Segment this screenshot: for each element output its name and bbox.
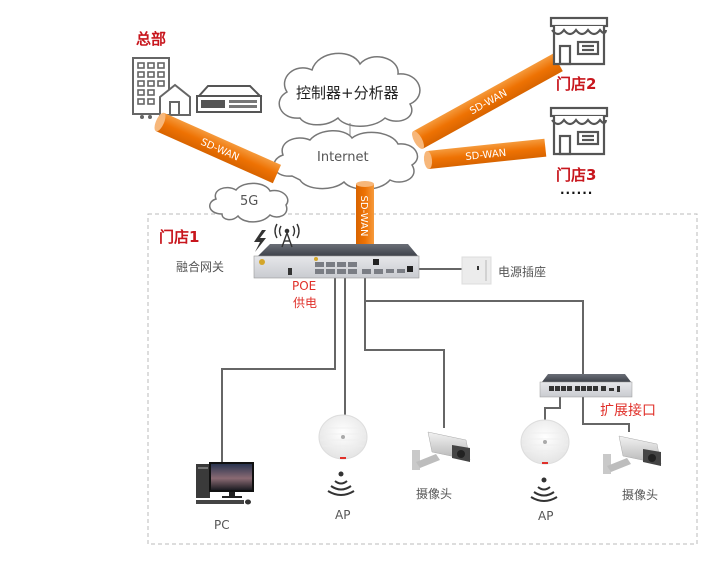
internet-cloud <box>273 130 419 190</box>
cable-ap2 <box>544 396 561 426</box>
ap2-wifi-icon <box>530 477 558 502</box>
hq-title: 总部 <box>136 30 167 48</box>
camera2-icon <box>603 435 662 474</box>
sdwan-tunnel-hq: SD-WAN <box>154 112 282 184</box>
store1-title: 门店1 <box>159 228 200 246</box>
camera2-label: 摄像头 <box>622 488 659 502</box>
expansion-port-label: 扩展接口 <box>600 403 656 419</box>
hq-building-icon <box>132 57 191 119</box>
gateway-label: 融合网关 <box>176 260 225 274</box>
power-outlet-icon <box>461 256 492 285</box>
ap2-label: AP <box>538 509 554 523</box>
cell-tower-icon <box>274 223 300 248</box>
hq-gateway-icon <box>196 85 263 113</box>
sdwan-tunnel-store1: SD-WAN <box>356 181 374 254</box>
ap1-label: AP <box>335 508 351 522</box>
ap1-icon <box>318 414 368 460</box>
controller-cloud <box>278 52 421 127</box>
pc-label: PC <box>214 518 230 532</box>
cable-camera2 <box>582 396 630 432</box>
poe-label: POE <box>292 279 317 293</box>
store1-boundary <box>147 213 698 545</box>
sdwan-label-store3: SD-WAN <box>465 148 507 163</box>
ap1-wifi-icon <box>327 471 355 496</box>
camera1-label: 摄像头 <box>416 487 453 501</box>
5g-cloud <box>209 182 289 223</box>
sdwan-label-store1: SD-WAN <box>358 196 369 237</box>
controller-cloud-label: 控制器+分析器 <box>296 84 399 102</box>
more-stores-ellipsis: ······ <box>560 186 594 200</box>
expansion-switch-icon <box>539 374 633 398</box>
converged-gateway-icon <box>253 244 420 279</box>
store3-shop-icon <box>549 106 609 156</box>
power-outlet-label: 电源插座 <box>498 265 547 279</box>
store3-title: 门店3 <box>556 166 597 184</box>
store2-title: 门店2 <box>556 75 597 93</box>
internet-cloud-label: Internet <box>317 150 369 165</box>
sdwan-tunnel-store3: SD-WAN <box>423 138 547 169</box>
sdwan-tunnel-store2: SD-WAN <box>412 53 563 149</box>
cable-switch <box>365 300 584 378</box>
poe-sub-label: 供电 <box>293 296 318 310</box>
cable-pc <box>221 276 336 462</box>
pc-icon <box>196 462 254 505</box>
ap2-icon <box>520 419 570 465</box>
cable-camera1 <box>364 276 445 428</box>
lightning-icon <box>254 230 266 252</box>
camera1-icon <box>412 431 471 470</box>
5g-cloud-label: 5G <box>240 194 259 209</box>
store2-shop-icon <box>549 16 609 66</box>
cables <box>221 268 630 462</box>
